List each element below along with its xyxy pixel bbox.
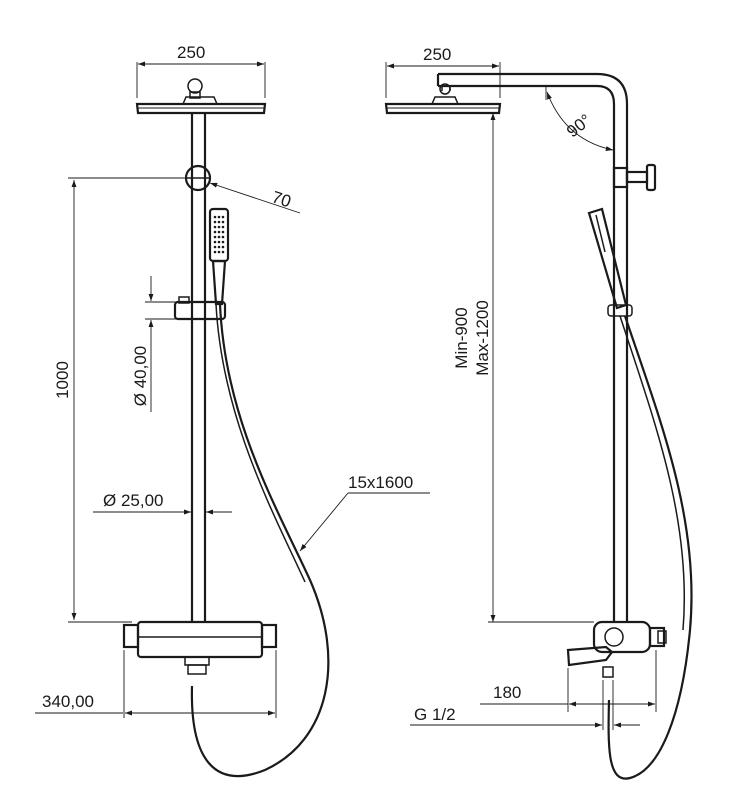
left-rail-height-label: 1000	[53, 361, 72, 399]
right-mixer-body	[566, 620, 667, 678]
left-bracket-label: 70	[270, 187, 294, 211]
left-holder-diameter-label: Ø 40,00	[131, 346, 150, 407]
right-dim-head-width: 250	[385, 45, 501, 98]
left-dim-hose: 15x1600	[299, 473, 430, 552]
right-hand-shower	[587, 207, 633, 317]
left-hose-label: 15x1600	[348, 473, 413, 492]
right-dim-height: Min-900 Max-1200	[452, 113, 594, 623]
right-dim-spout: 180	[480, 650, 657, 712]
left-wall-bracket	[184, 164, 212, 192]
left-slide-holder	[173, 296, 227, 321]
left-shower-head	[135, 78, 267, 115]
right-shower-hose	[607, 315, 693, 780]
left-dim-pipe-diameter: Ø 25,00	[93, 491, 232, 515]
left-shower-hose	[190, 303, 330, 778]
right-wall-bracket	[612, 163, 657, 192]
right-spout-label: 180	[493, 683, 521, 702]
side-view: 250 90° Min-900 Max-1200 180	[384, 45, 693, 780]
left-hand-shower	[208, 207, 230, 306]
left-dim-bracket: 70	[209, 182, 301, 214]
right-dim-arm-angle: 90°	[545, 86, 614, 151]
right-dim-thread: G 1/2	[410, 680, 640, 730]
front-view: 250 70 1000 Ø 40,00 Ø 25,00	[35, 43, 430, 778]
right-shower-arm	[436, 72, 629, 623]
left-dim-mixer-width: 340,00	[35, 650, 277, 718]
right-head-width-label: 250	[423, 45, 451, 64]
left-head-width-label: 250	[177, 43, 205, 62]
left-mixer-width-label: 340,00	[42, 692, 94, 711]
right-height-max-label: Max-1200	[473, 300, 492, 376]
left-dim-holder-diameter: Ø 40,00	[131, 276, 178, 412]
right-shower-head	[384, 83, 502, 115]
left-dim-head-width: 250	[136, 43, 266, 98]
left-thermostatic-mixer	[122, 620, 278, 675]
right-height-min-label: Min-900	[452, 307, 471, 368]
right-thread-label: G 1/2	[414, 705, 456, 724]
left-riser-pipe	[190, 113, 207, 623]
right-arm-angle-label: 90°	[563, 110, 595, 141]
left-pipe-diameter-label: Ø 25,00	[103, 491, 164, 510]
left-dim-rail-height: 1000	[53, 177, 186, 623]
